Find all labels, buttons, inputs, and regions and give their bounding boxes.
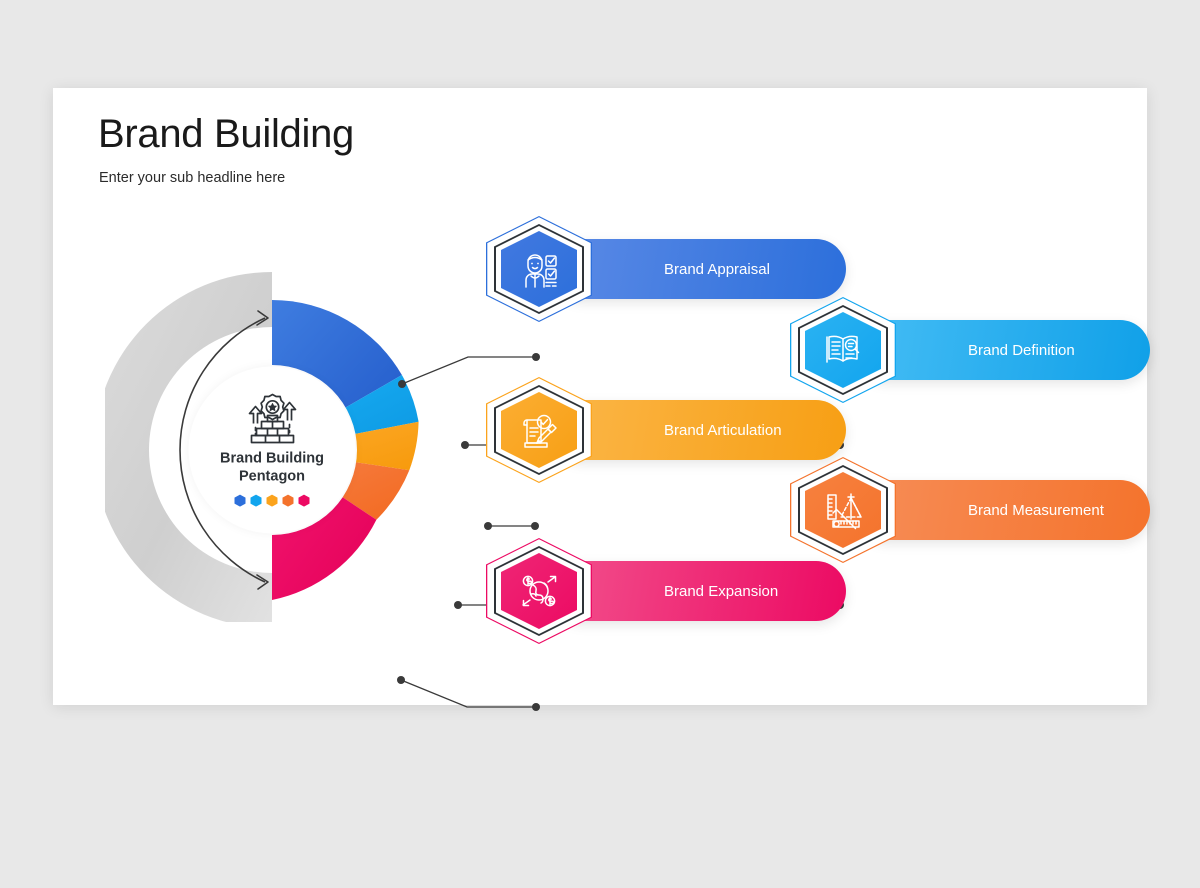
wheel-center-label: Brand Building Pentagon (188, 366, 356, 534)
center-dot-5 (298, 494, 310, 507)
center-dot-1 (234, 494, 246, 507)
item-brand-appraisal[interactable]: Brand Appraisal (486, 216, 846, 322)
center-dot-3 (266, 494, 278, 507)
item-pill-2[interactable]: Brand Definition (858, 320, 1150, 380)
item-hex-2[interactable] (790, 297, 896, 403)
document-pen-icon (501, 392, 577, 468)
item-brand-measurement[interactable]: Brand Measurement (790, 457, 1150, 563)
wheel-center-dots (234, 494, 310, 507)
center-dot-4 (282, 494, 294, 507)
item-hex-4[interactable] (790, 457, 896, 563)
item-pill-4[interactable]: Brand Measurement (858, 480, 1150, 540)
wheel-gray-track (105, 272, 272, 622)
item-label-1: Brand Appraisal (664, 260, 770, 278)
slide-card: Brand Building Enter your sub headline h… (53, 88, 1150, 711)
person-checklist-icon (501, 231, 577, 307)
item-pill-3[interactable]: Brand Articulation (554, 400, 846, 460)
globe-dollar-arrows-icon (501, 553, 577, 629)
wheel-arrows (179, 310, 269, 590)
ruler-compass-icon (805, 472, 881, 548)
item-brand-definition[interactable]: Brand Definition (790, 297, 1150, 403)
page-subtitle: Enter your sub headline here (99, 170, 286, 186)
item-brand-articulation[interactable]: Brand Articulation (486, 377, 846, 483)
item-label-2: Brand Definition (968, 341, 1075, 359)
item-pill-1[interactable]: Brand Appraisal (554, 239, 846, 299)
brand-building-wheel: Brand Building Pentagon (105, 252, 455, 622)
wheel-center-line2: Pentagon (238, 468, 306, 485)
item-brand-expansion[interactable]: Brand Expansion (486, 538, 846, 644)
item-label-5: Brand Expansion (664, 582, 779, 600)
wheel-center-line1: Brand Building (220, 450, 324, 467)
item-hex-1[interactable] (486, 216, 592, 322)
page-title: Brand Building (98, 112, 354, 156)
center-dot-2 (250, 494, 262, 507)
book-magnifier-icon (805, 312, 881, 388)
item-label-4: Brand Measurement (968, 501, 1104, 519)
brick-pyramid-award-icon (248, 393, 296, 444)
item-pill-5[interactable]: Brand Expansion (554, 561, 846, 621)
item-hex-3[interactable] (486, 377, 592, 483)
item-hex-5[interactable] (486, 538, 592, 644)
item-label-3: Brand Articulation (664, 421, 782, 439)
